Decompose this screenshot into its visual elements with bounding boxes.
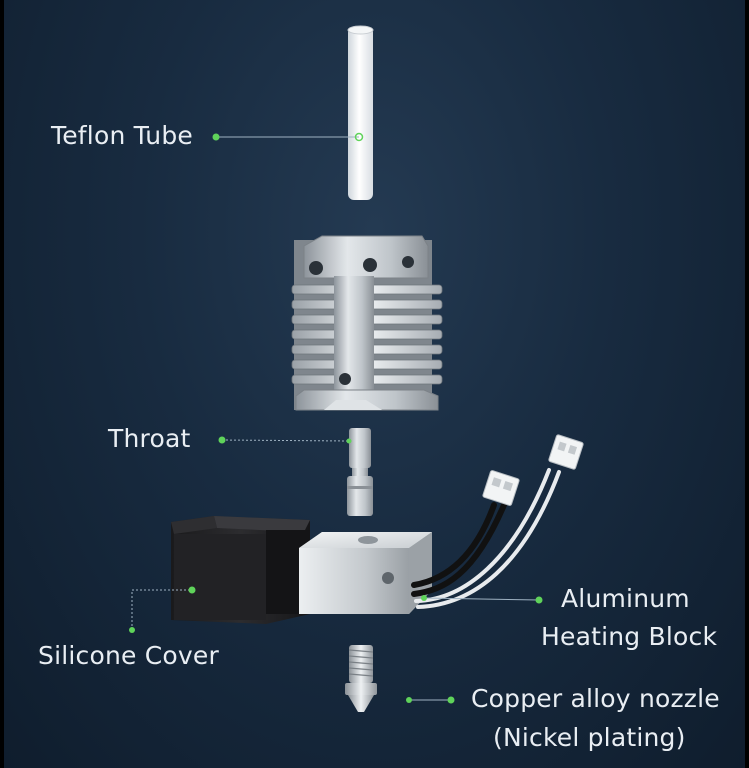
throat-label: Throat <box>108 424 191 453</box>
throat-part <box>347 428 373 516</box>
silicone-cover-part <box>171 516 310 624</box>
silicone-cover-label: Silicone Cover <box>38 641 219 670</box>
teflon-tube-part <box>347 25 374 200</box>
hotend-exploded-view <box>129 25 584 712</box>
aluminum-heating-block-label-line1: Aluminum <box>561 584 690 613</box>
teflon-tube-label: Teflon Tube <box>51 121 194 150</box>
thermistor-wires <box>411 434 584 609</box>
aluminum-heating-block-label-line2: Heating Block <box>541 622 718 651</box>
nozzle-part <box>345 645 377 712</box>
heating-block-part <box>299 532 432 614</box>
heatsink-part <box>291 235 443 411</box>
leader-dots <box>129 132 543 704</box>
nozzle-label-line2: (Nickel plating) <box>493 723 686 752</box>
leader-lines <box>131 136 540 701</box>
nozzle-label-line1: Copper alloy nozzle <box>471 684 720 713</box>
